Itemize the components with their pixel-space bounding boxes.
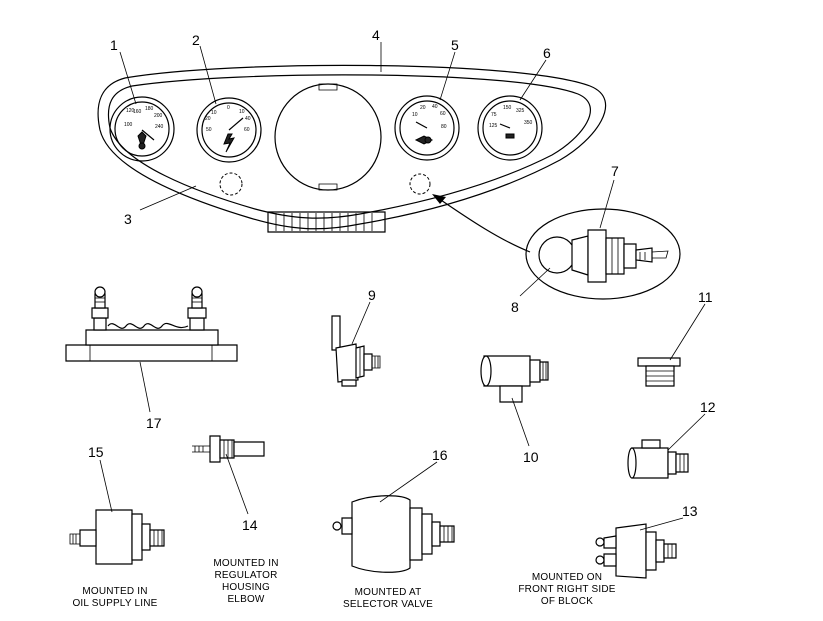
- part-12-tee-fitting: [627, 439, 689, 479]
- callout-7: 7: [611, 163, 619, 179]
- caption-16: MOUNTED AT SELECTOR VALVE: [343, 587, 433, 610]
- gauge-6-water-temperature: 150 75 325 350 125: [477, 95, 543, 161]
- callout-17: 17: [146, 415, 162, 431]
- detail-view-sender: [525, 208, 681, 300]
- gauge-1-dial-label: 200: [154, 113, 163, 119]
- caption-14-line: ELBOW: [227, 594, 264, 605]
- caption-15-line: MOUNTED IN: [82, 586, 147, 597]
- caption-16-line: MOUNTED AT: [355, 587, 422, 598]
- gauge-6-dial-label: 150: [503, 105, 512, 111]
- gauge-5-dial-label: 20: [420, 105, 426, 111]
- gauge-2-dial-label: 10: [211, 110, 217, 116]
- caption-14-line: MOUNTED IN: [213, 558, 278, 569]
- part-13-pressure-switch: [595, 523, 677, 579]
- caption-15: MOUNTED IN OIL SUPPLY LINE: [72, 586, 157, 609]
- gauge-6-dial-label: 125: [489, 123, 498, 129]
- callout-2: 2: [192, 32, 200, 48]
- gauge-2-dial-label: 60: [244, 127, 250, 133]
- gauge-1-temperature: 100 160 180 200 240 120: [109, 96, 175, 162]
- gauge-6-dial-label: 350: [524, 120, 533, 126]
- caption-13-line: OF BLOCK: [541, 596, 593, 607]
- gauge-1-dial-label: 160: [133, 109, 142, 115]
- callout-5: 5: [451, 37, 459, 53]
- caption-14: MOUNTED IN REGULATOR HOUSING ELBOW: [213, 558, 278, 605]
- gauge-5-dial-label: 60: [440, 111, 446, 117]
- callout-1: 1: [110, 37, 118, 53]
- callout-8: 8: [511, 299, 519, 315]
- caption-16-line: SELECTOR VALVE: [343, 599, 433, 610]
- gauge-1-dial-label: 240: [155, 124, 164, 130]
- callout-9: 9: [368, 287, 376, 303]
- callout-4: 4: [372, 27, 380, 43]
- part-16-sender: [332, 495, 455, 573]
- callout-11: 11: [698, 289, 713, 305]
- gauge-2-dial-label: 10: [239, 109, 245, 115]
- gauge-1-dial-label: 100: [124, 122, 133, 128]
- gauge-1-dial-label: 120: [126, 108, 135, 114]
- center-gauge-opening: [274, 83, 382, 191]
- gauge-6-dial-label: 325: [516, 108, 525, 114]
- callout-12: 12: [700, 399, 716, 415]
- caption-13-line: FRONT RIGHT SIDE: [518, 584, 615, 595]
- caption-14-line: HOUSING: [222, 582, 270, 593]
- callout-3: 3: [124, 211, 132, 227]
- gauge-5-dial-label: 80: [441, 124, 447, 130]
- callout-13: 13: [682, 503, 698, 519]
- gauge-2-dial-label: 40: [245, 116, 251, 122]
- gauge-2-dial-label: 50: [206, 127, 212, 133]
- blank-hole-left: [219, 172, 243, 196]
- leader-lines: [99, 42, 706, 531]
- callout-16: 16: [432, 447, 448, 463]
- gauge-2-dial-label: 0: [227, 105, 230, 111]
- caption-15-line: OIL SUPPLY LINE: [72, 598, 157, 609]
- part-11-plug: [637, 357, 681, 387]
- caption-13: MOUNTED ON FRONT RIGHT SIDE OF BLOCK: [518, 572, 615, 607]
- blank-hole-right: [409, 173, 431, 195]
- caption-13-line: MOUNTED ON: [532, 572, 602, 583]
- part-15-oil-sender: [69, 509, 165, 565]
- gauge-6-dial-label: 75: [491, 112, 497, 118]
- gauge-5-dial-label: 10: [412, 112, 418, 118]
- callout-6: 6: [543, 45, 551, 61]
- gauge-5-dial-label: 40: [432, 104, 438, 110]
- caption-14-line: REGULATOR: [214, 570, 277, 581]
- callout-numbers: 1 2 3 4 5 6 7 8 9 10 11 12 13 14 15 16 1…: [88, 27, 716, 533]
- instrument-panel: [97, 64, 607, 233]
- part-17-terminal-block: [65, 286, 238, 362]
- gauge-2-dial-label: 20: [205, 116, 211, 122]
- callout-14: 14: [242, 517, 258, 533]
- panel-ribbed-strip: [267, 211, 386, 233]
- detail-arrow: [437, 197, 531, 253]
- lightning-bolt-icon: [223, 133, 235, 153]
- part-14-sender: [192, 435, 265, 463]
- part-10-tee-fitting: [480, 355, 549, 403]
- callout-15: 15: [88, 444, 104, 460]
- gauge-2-ammeter: 10 0 10 40 60 20 50: [196, 97, 262, 163]
- part-9-sender: [331, 315, 381, 387]
- callout-10: 10: [523, 449, 539, 465]
- gauge-1-dial-label: 180: [145, 106, 154, 112]
- gauge-5-oil-pressure: 10 20 40 60 80: [394, 95, 460, 161]
- arrowhead-icon: [432, 194, 446, 204]
